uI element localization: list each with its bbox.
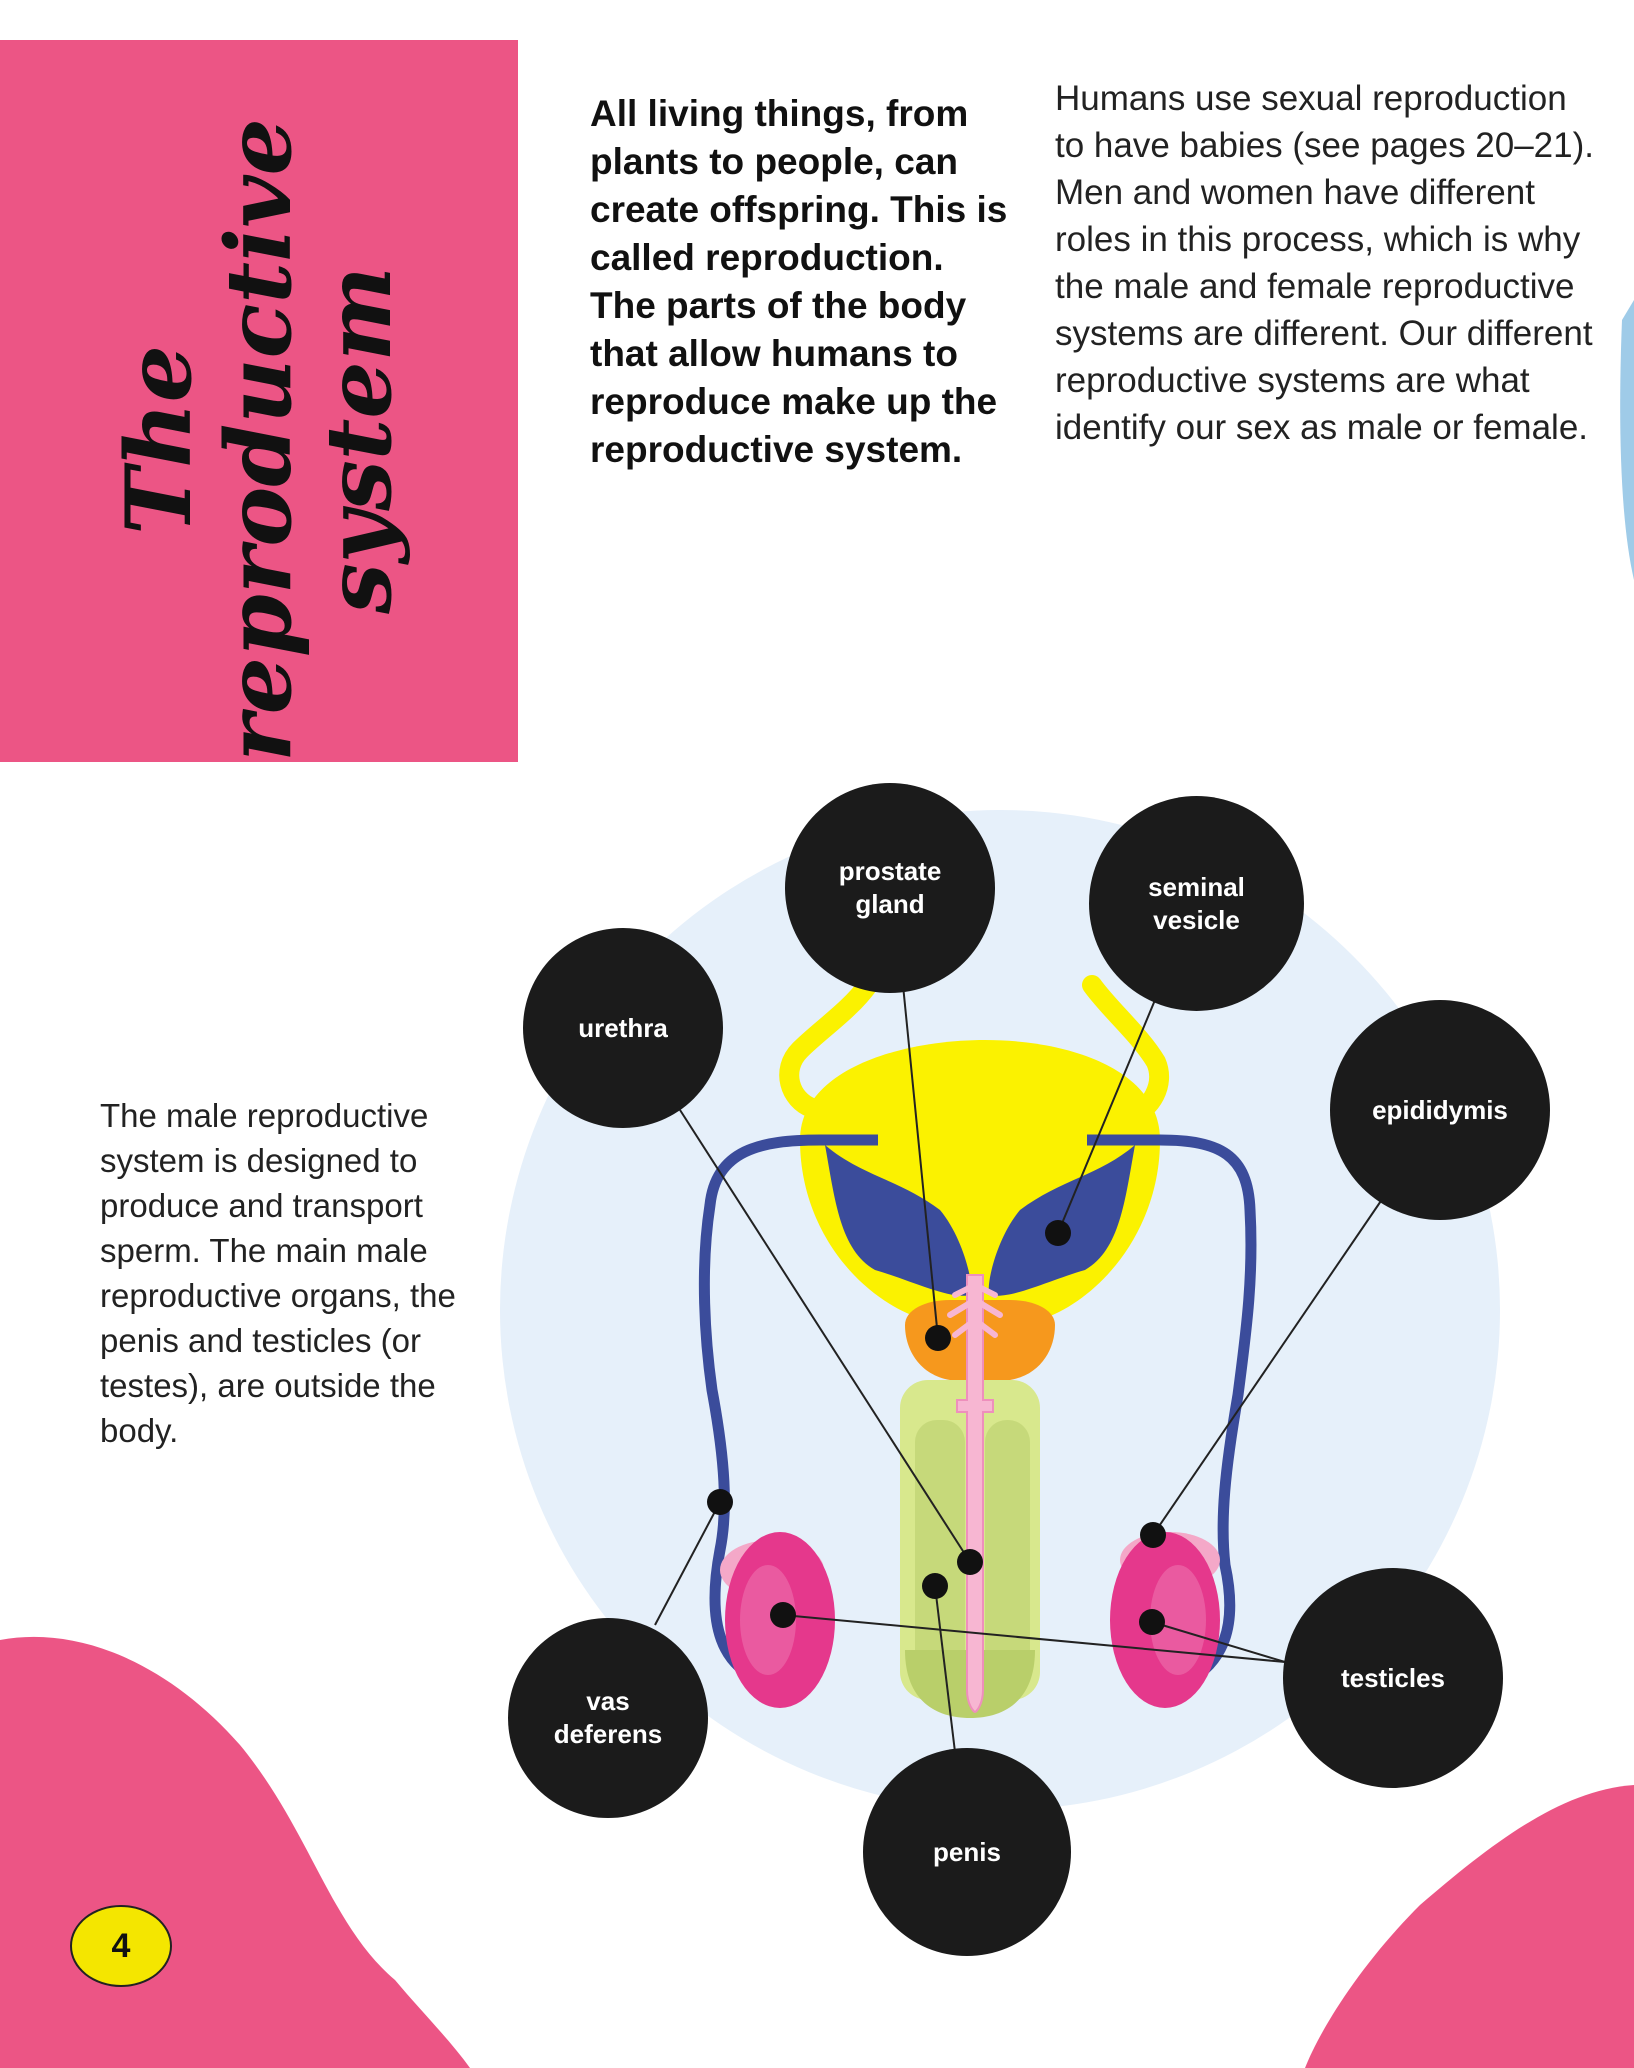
dot-seminal-vesicle [1045, 1220, 1071, 1246]
dot-urethra [957, 1549, 983, 1575]
label-urethra-text: urethra [578, 1012, 668, 1043]
dot-penis [922, 1573, 948, 1599]
label-seminal-line-1: seminal [1148, 871, 1245, 902]
left-testicle-highlight [740, 1565, 796, 1675]
leader-line-epididymis [1152, 1194, 1386, 1536]
page-number-badge: 4 [70, 1905, 172, 1987]
urethra-tube [956, 1274, 994, 1714]
label-vas-line-2: deferens [553, 1719, 663, 1749]
intro-paragraph: Humans use sexual reproduction to have b… [1055, 79, 1594, 447]
leader-line-urethra [679, 1109, 971, 1563]
right-edge-blue-sliver [1620, 300, 1634, 580]
label-prostate-line-2: gland [855, 889, 925, 919]
label-penis-text: penis [933, 1836, 1001, 1867]
dot-prostate [925, 1325, 951, 1351]
label-vas-line-1: vas [586, 1686, 630, 1716]
leader-line-seminal [1057, 999, 1156, 1234]
leader-line-testicles-right [1151, 1621, 1286, 1663]
label-testicles-text: testicles [1340, 1662, 1446, 1693]
leader-line-penis [934, 1585, 956, 1753]
label-urethra: urethra [523, 928, 723, 1128]
right-vas-deferens [1087, 1134, 1257, 1691]
penis-shaft-shade [915, 1420, 965, 1680]
label-epididymis-text: epididymis [1372, 1094, 1508, 1125]
leader-line-testicles-left [782, 1614, 1286, 1663]
dot-testicle-left [770, 1602, 796, 1628]
penis-shaft-shade-right [985, 1420, 1030, 1680]
male-system-paragraph: The male reproductive system is designed… [100, 1097, 456, 1449]
label-testicles: testicles [1283, 1568, 1503, 1788]
leader-line-prostate [901, 974, 939, 1339]
title-box: The reproductive system [0, 40, 518, 762]
right-testicle-highlight [1150, 1565, 1206, 1675]
bottom-right-pink-blob [1305, 1785, 1634, 2068]
dot-epididymis [1140, 1522, 1166, 1548]
dot-vas-deferens [707, 1489, 733, 1515]
leader-line-vas [654, 1501, 721, 1626]
label-prostate-line-1: prostate [838, 856, 942, 886]
left-vas-deferens [698, 1134, 878, 1686]
urethra-branches [947, 1282, 1003, 1338]
left-ureter [779, 975, 878, 1118]
intro-bold-paragraph: All living things, from plants to people… [590, 93, 1008, 470]
right-seminal-vesicle [988, 1145, 1135, 1296]
label-seminal-line-2: vesicle [1153, 904, 1240, 935]
dot-testicle-right [1139, 1609, 1165, 1635]
left-seminal-vesicle [825, 1145, 972, 1296]
label-penis: penis [863, 1748, 1071, 1956]
label-epididymis: epididymis [1330, 1000, 1550, 1220]
